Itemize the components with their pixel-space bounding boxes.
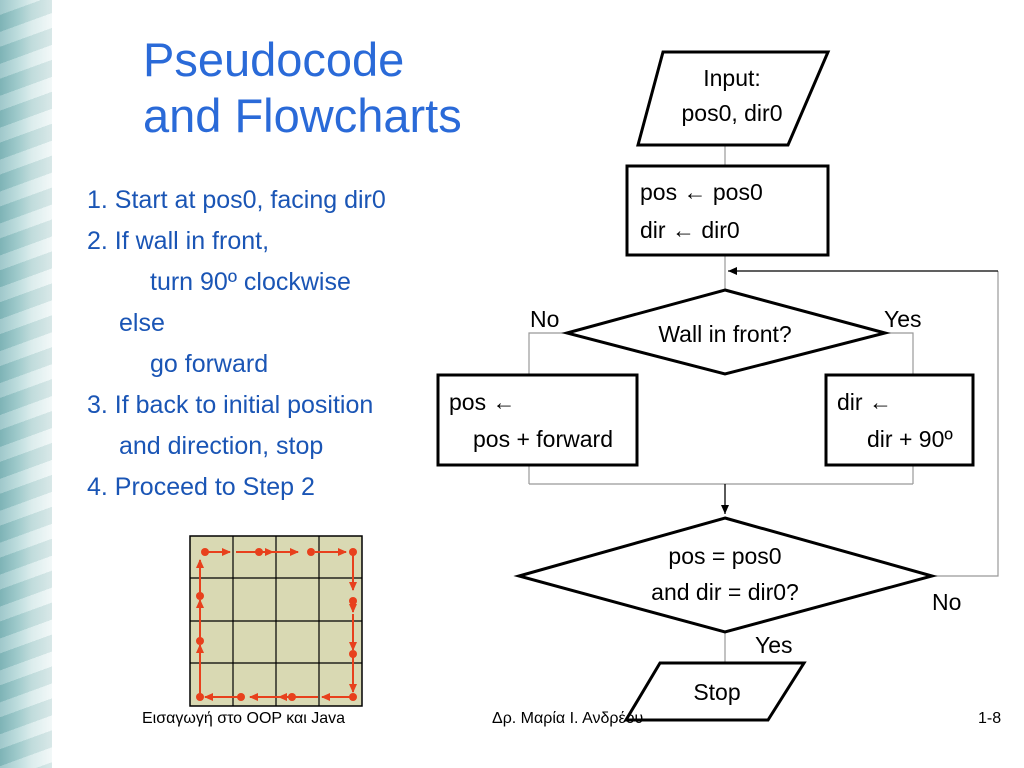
flow-connectors [528,145,999,663]
robot-path [196,548,357,701]
grid-lines [190,536,362,706]
step-2-else: else [119,309,165,337]
footer-page-number: 1-8 [978,710,1002,727]
input-vars: pos0, dir0 [681,100,782,126]
wall-decision-diamond [561,288,891,376]
step-3-cont: and direction, stop [119,432,324,460]
path-points [196,548,357,701]
turn-process-box [824,373,975,467]
step-3: 3. If back to initial position [87,391,374,419]
turn-dir: dir ← [837,389,892,415]
stop-check-1: pos = pos0 [668,543,781,569]
side-decoration [0,0,52,768]
stop-check-2: and dir = dir0? [651,579,799,605]
input-parallelogram [636,50,831,147]
input-label: Input: [703,65,761,91]
step-2-turn: turn 90º clockwise [150,268,351,296]
stop-decision-diamond [513,516,938,634]
move-pos: pos ← [449,389,515,415]
footer-course: Εισαγωγή στο OOP και Java [142,710,346,727]
title-line-2: and Flowcharts [143,89,462,142]
slide-title: Pseudocode and Flowcharts [143,32,503,144]
yes2-label: Yes [755,632,793,658]
title-line-1: Pseudocode [143,33,405,86]
step-2: 2. If wall in front, [87,227,270,255]
step-1: 1. Start at pos0, facing dir0 [87,186,386,214]
no-label: No [530,306,559,332]
yes-label: Yes [884,306,922,332]
step-2-forward: go forward [150,350,269,378]
stop-label: Stop [693,679,740,705]
stop-parallelogram [623,661,807,722]
no2-label: No [932,589,961,615]
init-process-box [625,164,830,257]
init-pos: pos ← pos0 [640,179,763,205]
init-dir: dir ← dir0 [640,217,740,243]
pseudocode-steps: 1. Start at pos0, facing dir0 2. If wall… [87,180,386,508]
turn-plus: dir + 90º [867,426,953,452]
path-grid [189,535,363,707]
wall-question: Wall in front? [658,321,791,347]
move-forward: pos + forward [473,426,613,452]
step-4: 4. Proceed to Step 2 [87,473,315,501]
move-process-box [436,373,639,467]
footer-author: Δρ. Μαρία Ι. Ανδρέου [492,710,644,727]
